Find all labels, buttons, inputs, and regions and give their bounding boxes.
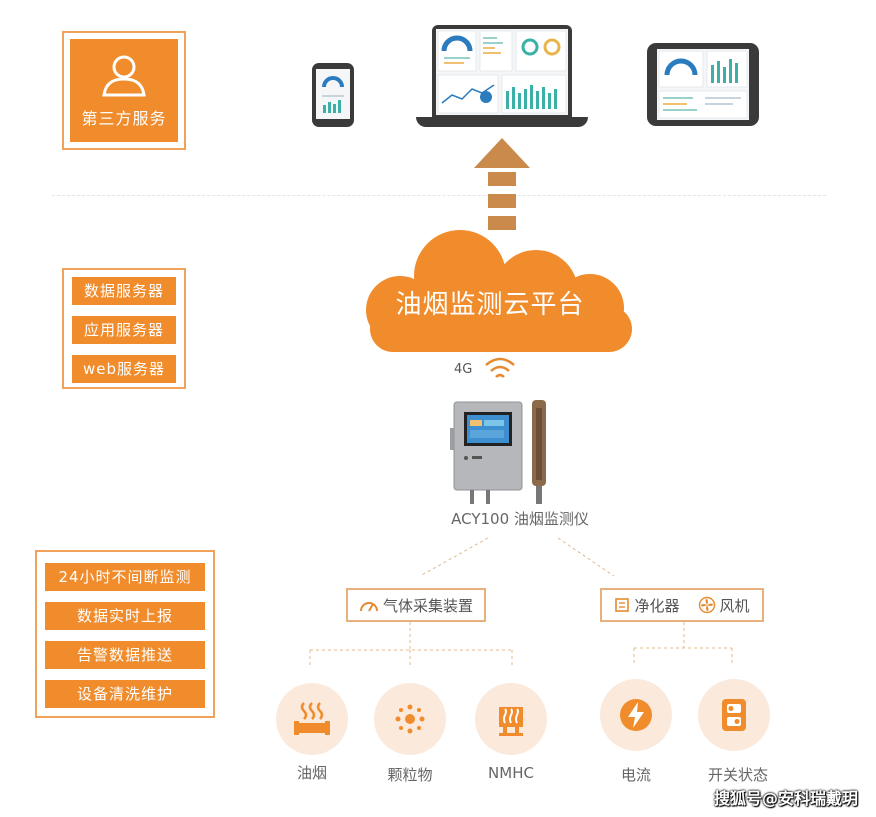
feature-equipment-cleaning: 设备清洗维护 xyxy=(45,680,205,708)
cloud-shape xyxy=(366,230,632,352)
monitor-device xyxy=(450,400,546,504)
wifi-icon xyxy=(485,357,515,378)
sensor-label-particles: 颗粒物 xyxy=(387,766,433,784)
sensor-current xyxy=(600,679,672,751)
laptop-screen xyxy=(436,29,568,115)
sensor-nmhc xyxy=(475,683,547,755)
fan-icon xyxy=(698,596,715,614)
gas-collector-box: 气体采集装置 xyxy=(346,588,486,622)
server-web: web服务器 xyxy=(72,355,176,383)
tablet-device xyxy=(647,43,759,126)
switch-icon xyxy=(722,699,746,731)
sensor-label-oil-smoke: 油烟 xyxy=(296,764,327,782)
feature-24h-monitoring: 24小时不间断监测 xyxy=(45,563,205,591)
server-application: 应用服务器 xyxy=(72,316,176,344)
sensor-switch xyxy=(698,679,770,751)
device-caption: ACY100 油烟监测仪 xyxy=(451,510,589,528)
cloud-platform-label: 油烟监测云平台 xyxy=(395,290,585,320)
upload-arrow xyxy=(474,138,530,230)
current-icon xyxy=(620,699,652,731)
third-party-panel: 第三方服务 xyxy=(70,39,178,142)
network-label: 4G xyxy=(454,362,473,377)
laptop-device xyxy=(432,25,572,117)
user-icon xyxy=(102,55,146,96)
nmhc-icon xyxy=(499,707,523,736)
divider-line xyxy=(52,195,826,196)
third-party-label: 第三方服务 xyxy=(81,108,167,128)
fan-label: 风机 xyxy=(719,596,750,615)
connector-lines xyxy=(309,537,733,668)
watermark: 搜狐号@安科瑞戴玥 xyxy=(713,789,858,808)
phone-device xyxy=(312,63,354,127)
sensor-label-current: 电流 xyxy=(620,766,651,784)
gas-collector-label: 气体采集装置 xyxy=(382,596,473,615)
sensor-label-nmhc: NMHC xyxy=(488,764,534,782)
particle-icon xyxy=(395,704,425,734)
gauge-icon xyxy=(359,602,378,612)
tablet-screen xyxy=(657,49,749,120)
third-party-frame: 第三方服务 xyxy=(62,31,186,150)
sensor-particles xyxy=(374,683,446,755)
feature-realtime-report: 数据实时上报 xyxy=(45,602,205,630)
purifier-icon xyxy=(615,598,630,612)
feature-alarm-push: 告警数据推送 xyxy=(45,641,205,669)
features-frame: 24小时不间断监测 数据实时上报 告警数据推送 设备清洗维护 xyxy=(35,550,215,718)
oil-smoke-icon xyxy=(294,702,330,735)
server-data: 数据服务器 xyxy=(72,277,176,305)
sensor-label-switch: 开关状态 xyxy=(707,766,768,784)
purifier-fan-box: 净化器 风机 xyxy=(600,588,764,622)
purifier-label: 净化器 xyxy=(634,596,680,615)
servers-frame: 数据服务器 应用服务器 web服务器 xyxy=(62,268,186,389)
phone-screen xyxy=(316,69,350,119)
laptop-base xyxy=(416,117,588,127)
sensor-oil-smoke xyxy=(276,683,348,755)
